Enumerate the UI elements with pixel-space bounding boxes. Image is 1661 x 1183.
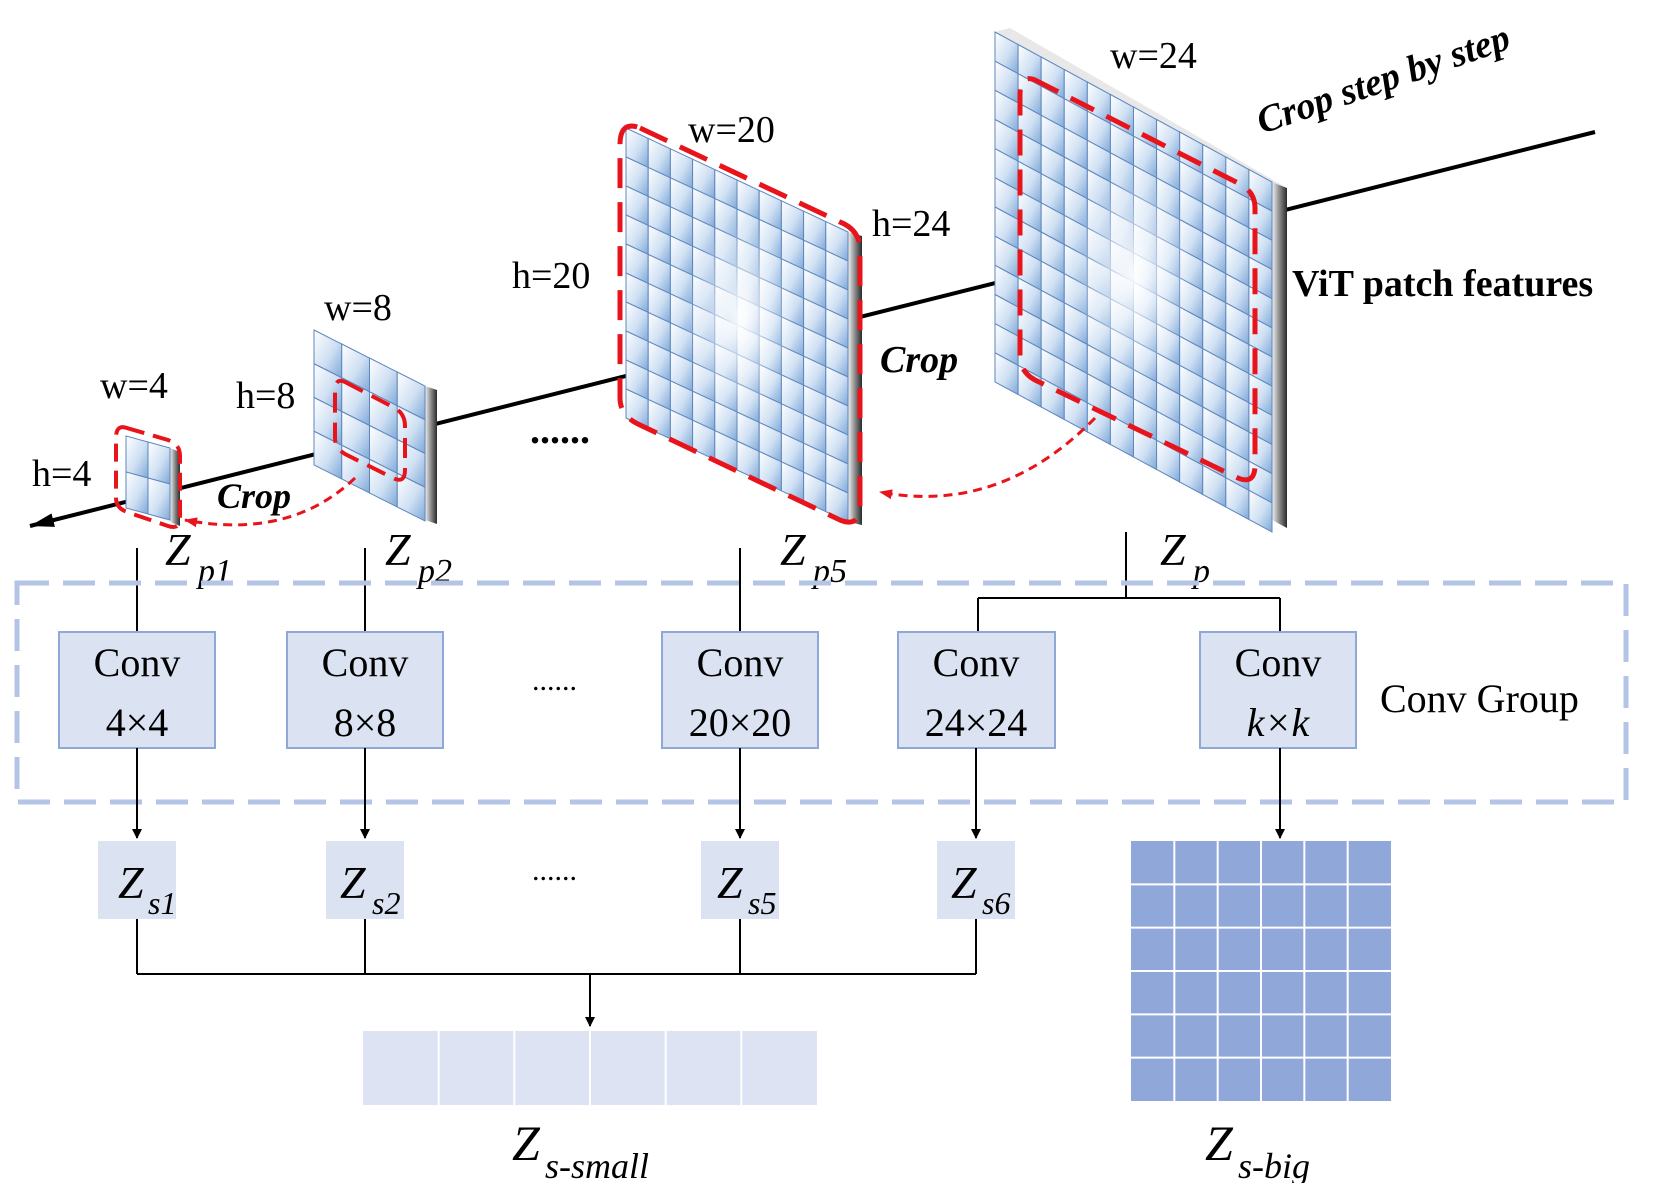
h-label-zp: h=24 bbox=[872, 203, 950, 245]
label-zp: Z p bbox=[1160, 524, 1210, 590]
conv-box-24x24-size: 24×24 bbox=[925, 700, 1028, 745]
conv-box-kxk: Conv k×k bbox=[1199, 631, 1357, 749]
conv-box-kxk-size: k×k bbox=[1247, 700, 1311, 745]
grid-tile bbox=[396, 472, 426, 522]
label-zp2-main: Z bbox=[385, 524, 411, 575]
label-zs-small-main: Z bbox=[512, 1115, 541, 1171]
crop-arrow-zp-to-zp5 bbox=[879, 416, 1097, 500]
h-label-zp1: h=4 bbox=[32, 453, 91, 495]
w-label-zp2: w=8 bbox=[324, 287, 392, 329]
output-zs5-sub: s5 bbox=[748, 885, 776, 921]
crop-step-by-step-label: Crop step by step bbox=[1251, 17, 1515, 143]
w-label-zp1: w=4 bbox=[100, 365, 168, 407]
h-label-zp2: h=8 bbox=[236, 375, 295, 417]
output-ellipsis: ...... bbox=[532, 854, 577, 887]
output-zs6-main: Z bbox=[951, 857, 977, 908]
feature-map-zp2 bbox=[313, 329, 437, 524]
conv-box-kxk-title: Conv bbox=[1235, 640, 1322, 685]
label-zp1-main: Z bbox=[165, 524, 191, 575]
conv-box-20x20-size: 20×20 bbox=[689, 700, 792, 745]
conv-box-8x8-size: 8×8 bbox=[334, 700, 397, 745]
feature-map-zp5 bbox=[617, 123, 863, 525]
feature-map-zp bbox=[994, 28, 1287, 533]
output-zs6-sub: s6 bbox=[982, 885, 1010, 921]
grid-tile bbox=[147, 477, 171, 521]
output-zs2: Z s2 bbox=[326, 841, 404, 921]
vit-patch-features-label: ViT patch features bbox=[1292, 263, 1593, 305]
output-zs2-main: Z bbox=[340, 857, 366, 908]
zs-small-cells bbox=[437, 1031, 743, 1105]
feature-map-zp-side bbox=[1272, 182, 1287, 528]
label-zp5: Z p5 bbox=[780, 524, 847, 590]
output-zs2-sub: s2 bbox=[372, 885, 400, 921]
label-zp1: Z p1 bbox=[165, 524, 232, 590]
grid-tile bbox=[147, 441, 171, 485]
conv-group-box bbox=[14, 580, 1629, 805]
conv-box-20x20-title: Conv bbox=[697, 640, 784, 685]
conv-box-24x24: Conv 24×24 bbox=[897, 631, 1056, 749]
crop-arrow-zp2-to-zp1 bbox=[184, 476, 357, 528]
conv-box-4x4-size: 4×4 bbox=[106, 700, 169, 745]
conv-box-24x24-title: Conv bbox=[933, 640, 1020, 685]
output-zs6: Z s6 bbox=[937, 841, 1015, 921]
w-label-zp: w=24 bbox=[1110, 35, 1197, 77]
output-zs1-main: Z bbox=[118, 857, 144, 908]
top-ellipsis: ...... bbox=[530, 407, 590, 452]
feature-map-zp1 bbox=[114, 425, 182, 529]
crop-box-zp5 bbox=[617, 123, 863, 525]
feature-map-zp2-grid bbox=[313, 329, 426, 522]
output-zs-small bbox=[363, 1031, 817, 1105]
feature-map-zp1-grid bbox=[125, 435, 171, 521]
label-zs-small-sub: s-small bbox=[545, 1146, 649, 1183]
feature-map-zp1-side bbox=[170, 448, 180, 526]
label-zs-small: Z s-small bbox=[512, 1115, 649, 1183]
output-zs5-main: Z bbox=[717, 857, 743, 908]
conv-box-20x20: Conv 20×20 bbox=[661, 631, 819, 749]
crop-box-zp1 bbox=[114, 425, 182, 529]
output-zs1-sub: s1 bbox=[148, 885, 176, 921]
feature-map-zp-glow bbox=[1073, 165, 1193, 385]
connectors-top bbox=[136, 532, 1281, 632]
grid-tile bbox=[125, 435, 149, 479]
output-zs5: Z s5 bbox=[701, 841, 779, 921]
zs-big-gridlines bbox=[1131, 841, 1391, 1101]
crop-box-zp bbox=[1017, 76, 1258, 483]
conv-group-label: Conv Group bbox=[1380, 676, 1579, 721]
label-zp5-main: Z bbox=[780, 524, 806, 575]
feature-map-zp2-side bbox=[425, 386, 437, 524]
crop-label-zp1: Crop bbox=[217, 476, 291, 516]
conv-box-8x8: Conv 8×8 bbox=[286, 631, 444, 749]
feature-map-zp5-glow bbox=[685, 218, 795, 418]
label-zp2: Z p2 bbox=[385, 524, 452, 590]
w-label-zp5: w=20 bbox=[688, 109, 775, 151]
output-zs-big bbox=[1131, 841, 1391, 1101]
conv-box-4x4: Conv 4×4 bbox=[58, 631, 216, 749]
output-zs1: Z s1 bbox=[98, 841, 176, 921]
conv-ellipsis: ...... bbox=[532, 664, 577, 697]
label-zs-big: Z s-big bbox=[1205, 1115, 1310, 1183]
conv-box-8x8-title: Conv bbox=[322, 640, 409, 685]
crop-label-zp5: Crop bbox=[880, 339, 958, 381]
feature-map-zp-top bbox=[995, 28, 1287, 188]
grid-tile bbox=[125, 471, 149, 515]
conv-box-4x4-title: Conv bbox=[94, 640, 181, 685]
grid-tile bbox=[1248, 489, 1273, 533]
label-zs-big-main: Z bbox=[1205, 1115, 1234, 1171]
arrows-conv-to-outputs bbox=[132, 748, 1285, 839]
label-zp-main: Z bbox=[1160, 524, 1186, 575]
h-label-zp5: h=20 bbox=[512, 255, 590, 297]
concat-lines bbox=[136, 919, 977, 1027]
label-zs-big-sub: s-big bbox=[1238, 1146, 1310, 1183]
crop-box-zp2 bbox=[333, 378, 407, 482]
